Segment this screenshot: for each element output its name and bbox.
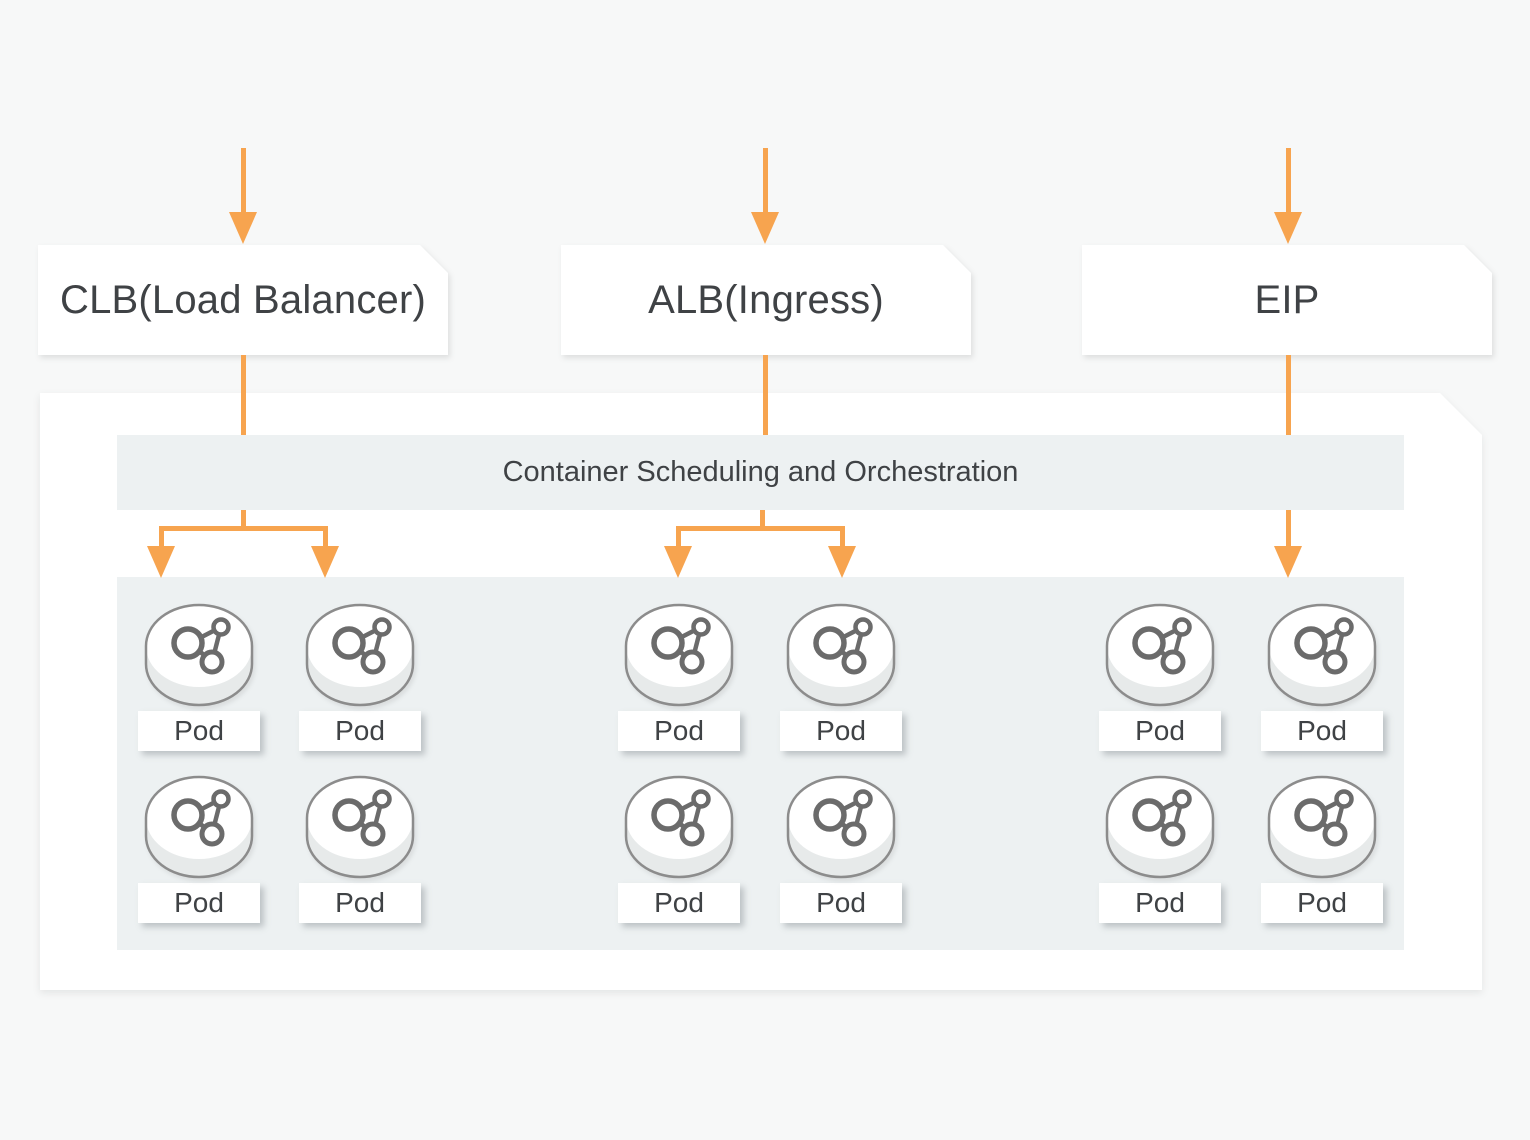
alb-split-bar <box>675 526 845 531</box>
pod: Pod <box>138 773 260 923</box>
pod-cylinder-icon <box>786 773 896 879</box>
eip-arrow-stem <box>1285 510 1291 548</box>
pod: Pod <box>1261 601 1383 751</box>
pod: Pod <box>618 601 740 751</box>
clb-split-stem <box>240 510 246 528</box>
arrow-into-eip-head <box>1273 212 1302 244</box>
arrow-into-eip-stem <box>1285 148 1291 214</box>
node-eip-wrap: EIP <box>1082 245 1492 355</box>
eip-to-scheduler-line <box>1285 355 1291 435</box>
pod: Pod <box>299 773 421 923</box>
clb-branch-right-head <box>310 546 339 578</box>
pod-cylinder-icon <box>144 773 254 879</box>
alb-branch-left-head <box>663 546 692 578</box>
pod-cylinder-icon <box>1105 773 1215 879</box>
pod: Pod <box>780 773 902 923</box>
pod: Pod <box>1261 773 1383 923</box>
pod-cylinder-icon <box>305 601 415 707</box>
node-alb-wrap: ALB(Ingress) <box>561 245 971 355</box>
alb-to-scheduler-line <box>762 355 768 435</box>
pod-label: Pod <box>1261 711 1383 751</box>
pod-label: Pod <box>1099 883 1221 923</box>
pod-label: Pod <box>138 883 260 923</box>
node-eip-label: EIP <box>1254 277 1320 322</box>
pod: Pod <box>1099 773 1221 923</box>
clb-split-bar <box>158 526 328 531</box>
pod-label: Pod <box>618 883 740 923</box>
pod-cylinder-icon <box>1267 601 1377 707</box>
pod-cylinder-icon <box>624 601 734 707</box>
pod: Pod <box>618 773 740 923</box>
node-eip: EIP <box>1082 245 1492 355</box>
pod-label: Pod <box>1099 711 1221 751</box>
clb-branch-left-stem <box>158 526 164 548</box>
clb-to-scheduler-line <box>240 355 246 435</box>
pod-cylinder-icon <box>1267 773 1377 879</box>
pod-label: Pod <box>1261 883 1383 923</box>
pod-label: Pod <box>780 711 902 751</box>
arrow-into-clb-head <box>228 212 257 244</box>
eip-arrow-head <box>1273 546 1302 578</box>
alb-split-stem <box>759 510 765 528</box>
pod: Pod <box>138 601 260 751</box>
pod-label: Pod <box>618 711 740 751</box>
cluster-header: Container Scheduling and Orchestration <box>117 435 1404 510</box>
pod-cylinder-icon <box>1105 601 1215 707</box>
cluster-header-label: Container Scheduling and Orchestration <box>502 456 1019 488</box>
node-clb-label: CLB(Load Balancer) <box>59 277 427 322</box>
node-alb: ALB(Ingress) <box>561 245 971 355</box>
arrow-into-clb-stem <box>240 148 246 214</box>
pod: Pod <box>780 601 902 751</box>
alb-branch-right-stem <box>839 526 845 548</box>
pod-label: Pod <box>299 711 421 751</box>
pod-cylinder-icon <box>624 773 734 879</box>
pod: Pod <box>1099 601 1221 751</box>
pod-label: Pod <box>138 711 260 751</box>
node-clb-wrap: CLB(Load Balancer) <box>38 245 448 355</box>
pod: Pod <box>299 601 421 751</box>
clb-branch-right-stem <box>322 526 328 548</box>
clb-branch-left-head <box>146 546 175 578</box>
arrow-into-alb-stem <box>762 148 768 214</box>
pod-label: Pod <box>299 883 421 923</box>
arrow-into-alb-head <box>750 212 779 244</box>
pod-cylinder-icon <box>786 601 896 707</box>
alb-branch-right-head <box>827 546 856 578</box>
alb-branch-left-stem <box>675 526 681 548</box>
pod-cylinder-icon <box>305 773 415 879</box>
node-alb-label: ALB(Ingress) <box>648 277 884 322</box>
pod-label: Pod <box>780 883 902 923</box>
node-clb: CLB(Load Balancer) <box>38 245 448 355</box>
pod-cylinder-icon <box>144 601 254 707</box>
